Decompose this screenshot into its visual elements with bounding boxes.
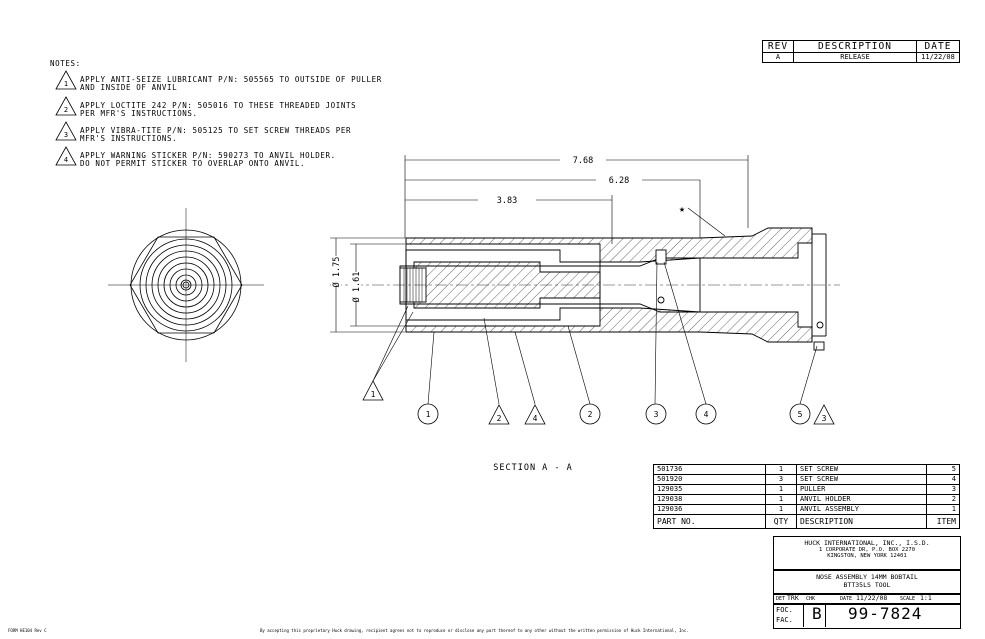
company-address-2: KINGSTON, NEW YORK 12401 [827,553,907,559]
note-triangle-3: 3 [55,121,77,141]
svg-text:3: 3 [64,131,68,139]
balloon-item-2 [579,403,601,425]
table-row: 129036 1 ANVIL ASSEMBLY 1 [653,504,960,515]
table-row: 129038 1 ANVIL HOLDER 2 [653,494,960,505]
balloon-item-4 [695,403,717,425]
table-row: 501920 3 SET SCREW 4 [653,474,960,485]
rev-date: 11/22/08 [916,52,960,63]
company-name: HUCK INTERNATIONAL, INC., I.S.D. [804,539,930,547]
table-row: 501736 1 SET SCREW 5 [653,464,960,475]
svg-text:1: 1 [371,390,376,399]
table-row: 129035 1 PULLER 3 [653,484,960,495]
drawing-title-block: NOSE ASSEMBLY 14MM BOBTAIL BTT35LS TOOL [773,569,961,595]
dim-dia-inner: Ø 1.61 [351,272,362,303]
revision-block: REV DESCRIPTION DATE A RELEASE 11/22/08 [762,40,960,63]
balloon-note-2-a [488,404,510,425]
balloon-leaders [372,261,818,405]
svg-text:1: 1 [426,410,431,419]
note-3: APPLY VIBRA-TITE P/N: 505125 TO SET SCRE… [80,126,352,143]
svg-text:3: 3 [654,410,659,419]
note-triangle-2: 2 [55,96,77,116]
svg-text:1: 1 [64,80,68,88]
drawing-number-block: FOC. FAC. B 99-7824 [773,603,961,629]
note-triangle-4: 4 [55,146,77,166]
drawing-title-2: BTT35LS TOOL [843,581,891,589]
dim-short: 3.83 [497,196,517,206]
bom-header-row: PART NO. QTY DESCRIPTION ITEM [653,514,960,529]
balloon-item-1 [417,403,439,425]
svg-text:5: 5 [798,410,803,419]
dim-overall: 7.68 [573,156,593,166]
disclaimer: By accepting this proprietary Huck drawi… [260,628,689,633]
note-triangle-1: 1 [55,70,77,90]
dim-dia-outer: Ø 1.75 [331,257,342,288]
end-view [108,208,264,362]
notes-title: NOTES: [50,59,81,68]
company-block: HUCK INTERNATIONAL, INC., I.S.D. 1 CORPO… [773,536,961,571]
drawing-size: B [812,604,822,623]
form-number: FORM HE104 Rev C [8,628,47,633]
balloon-note-1 [362,380,384,401]
svg-text:2: 2 [497,414,502,423]
svg-text:3: 3 [822,414,827,423]
svg-text:4: 4 [533,414,538,423]
drawing-title-1: NOSE ASSEMBLY 14MM BOBTAIL [816,573,918,581]
bill-of-materials: 501736 1 SET SCREW 5 501920 3 SET SCREW … [653,464,960,529]
dim-mid: 6.28 [609,176,629,186]
svg-text:4: 4 [704,410,709,419]
svg-text:2: 2 [588,410,593,419]
svg-text:4: 4 [64,156,68,164]
section-view [330,227,840,351]
approval-row: DET TRK CHK DATE 11/22/08 SCALE 1:1 [773,593,961,605]
balloon-item-3 [645,403,667,425]
section-label: SECTION A - A [493,463,573,473]
drawing-number: 99-7824 [848,604,923,623]
company-address-1: 1 CORPORATE DR, P.O. BOX 2270 [818,547,916,553]
balloon-note-3 [813,404,835,425]
note-4: APPLY WARNING STICKER P/N: 590273 TO ANV… [80,151,336,168]
note-1: APPLY ANTI-SEIZE LUBRICANT P/N: 505565 T… [80,75,382,92]
star-symbol: ★ [679,204,685,215]
balloon-item-5 [789,403,811,425]
svg-text:2: 2 [64,106,68,114]
star-leader [687,207,726,237]
balloon-note-4 [524,404,546,425]
note-2: APPLY LOCTITE 242 P/N: 505016 TO THESE T… [80,101,357,118]
